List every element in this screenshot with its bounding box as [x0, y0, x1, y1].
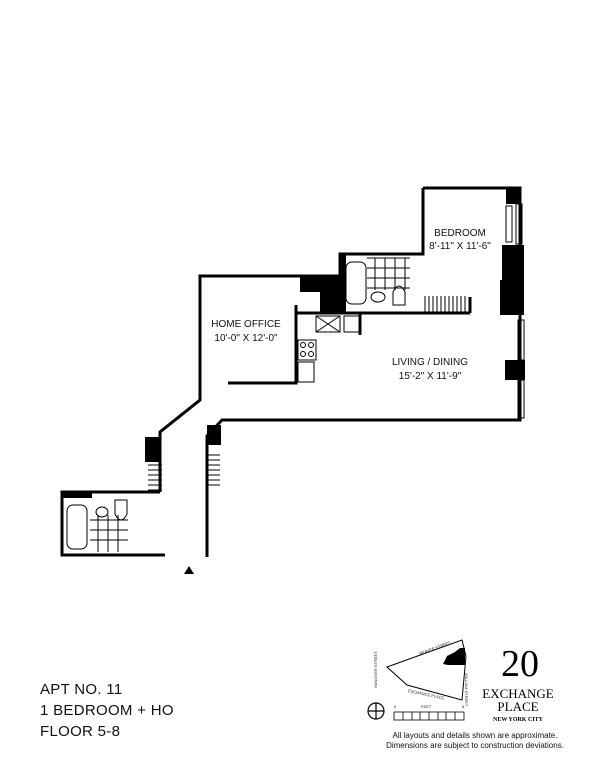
apt-floors: FLOOR 5-8	[40, 723, 121, 740]
windows	[505, 203, 525, 419]
scale-bar	[393, 711, 465, 721]
bedroom-label: BEDROOM	[434, 228, 486, 239]
home-office-label: HOME OFFICE	[211, 319, 281, 330]
sink-icon	[95, 506, 109, 518]
refrigerator-icon	[297, 361, 315, 383]
logo-line1: EXCHANGE	[482, 686, 554, 701]
logo-line2: PLACE	[497, 699, 538, 714]
kitchen-sink-icon	[343, 315, 361, 333]
toilet-icon	[114, 499, 128, 521]
building-logo: 20 EXCHANGE PLACE NEW YORK CITY	[482, 643, 554, 723]
toilet-icon	[392, 285, 406, 306]
entry-arrow-icon	[184, 566, 194, 574]
bathtub-icon	[345, 261, 367, 305]
bathroom-upper	[297, 257, 466, 383]
closet-rail	[148, 464, 162, 491]
dishwasher-icon	[315, 315, 341, 333]
home-office-size: 10'-0" X 12'-0"	[214, 333, 278, 344]
logo-city: NEW YORK CITY	[493, 717, 544, 723]
disclaimer-line1: All layouts and details shown are approx…	[392, 731, 558, 740]
street-hanover: HANOVER STREET	[373, 651, 378, 688]
scale-min: 0	[394, 704, 397, 709]
street-william: WILLIAM STREET	[464, 673, 469, 707]
walls	[60, 186, 522, 557]
bathtub-icon	[66, 504, 88, 550]
scale-max: 8	[462, 704, 465, 709]
key-plan: BEAVER STREET WILLIAM STREET EXCHANGE PL…	[367, 639, 469, 721]
apt-type: 1 BEDROOM + HO	[40, 702, 174, 719]
compass-icon	[367, 702, 385, 720]
stove-icon	[297, 339, 317, 361]
structural-columns	[62, 188, 525, 498]
logo-number: 20	[501, 643, 539, 685]
sink-icon	[370, 291, 386, 303]
apt-number: APT NO. 11	[40, 681, 123, 698]
closet-rail	[424, 296, 466, 312]
disclaimer-line2: Dimensions are subject to construction d…	[386, 741, 564, 750]
living-label: LIVING / DINING	[392, 357, 468, 368]
bathroom-lower	[66, 454, 220, 552]
street-beaver: BEAVER STREET	[419, 640, 452, 656]
living-size: 15'-2" X 11'-9"	[399, 371, 462, 382]
bedroom-size: 8'-11" X 11'-6"	[429, 241, 491, 252]
scale-label: FEET	[421, 704, 432, 709]
